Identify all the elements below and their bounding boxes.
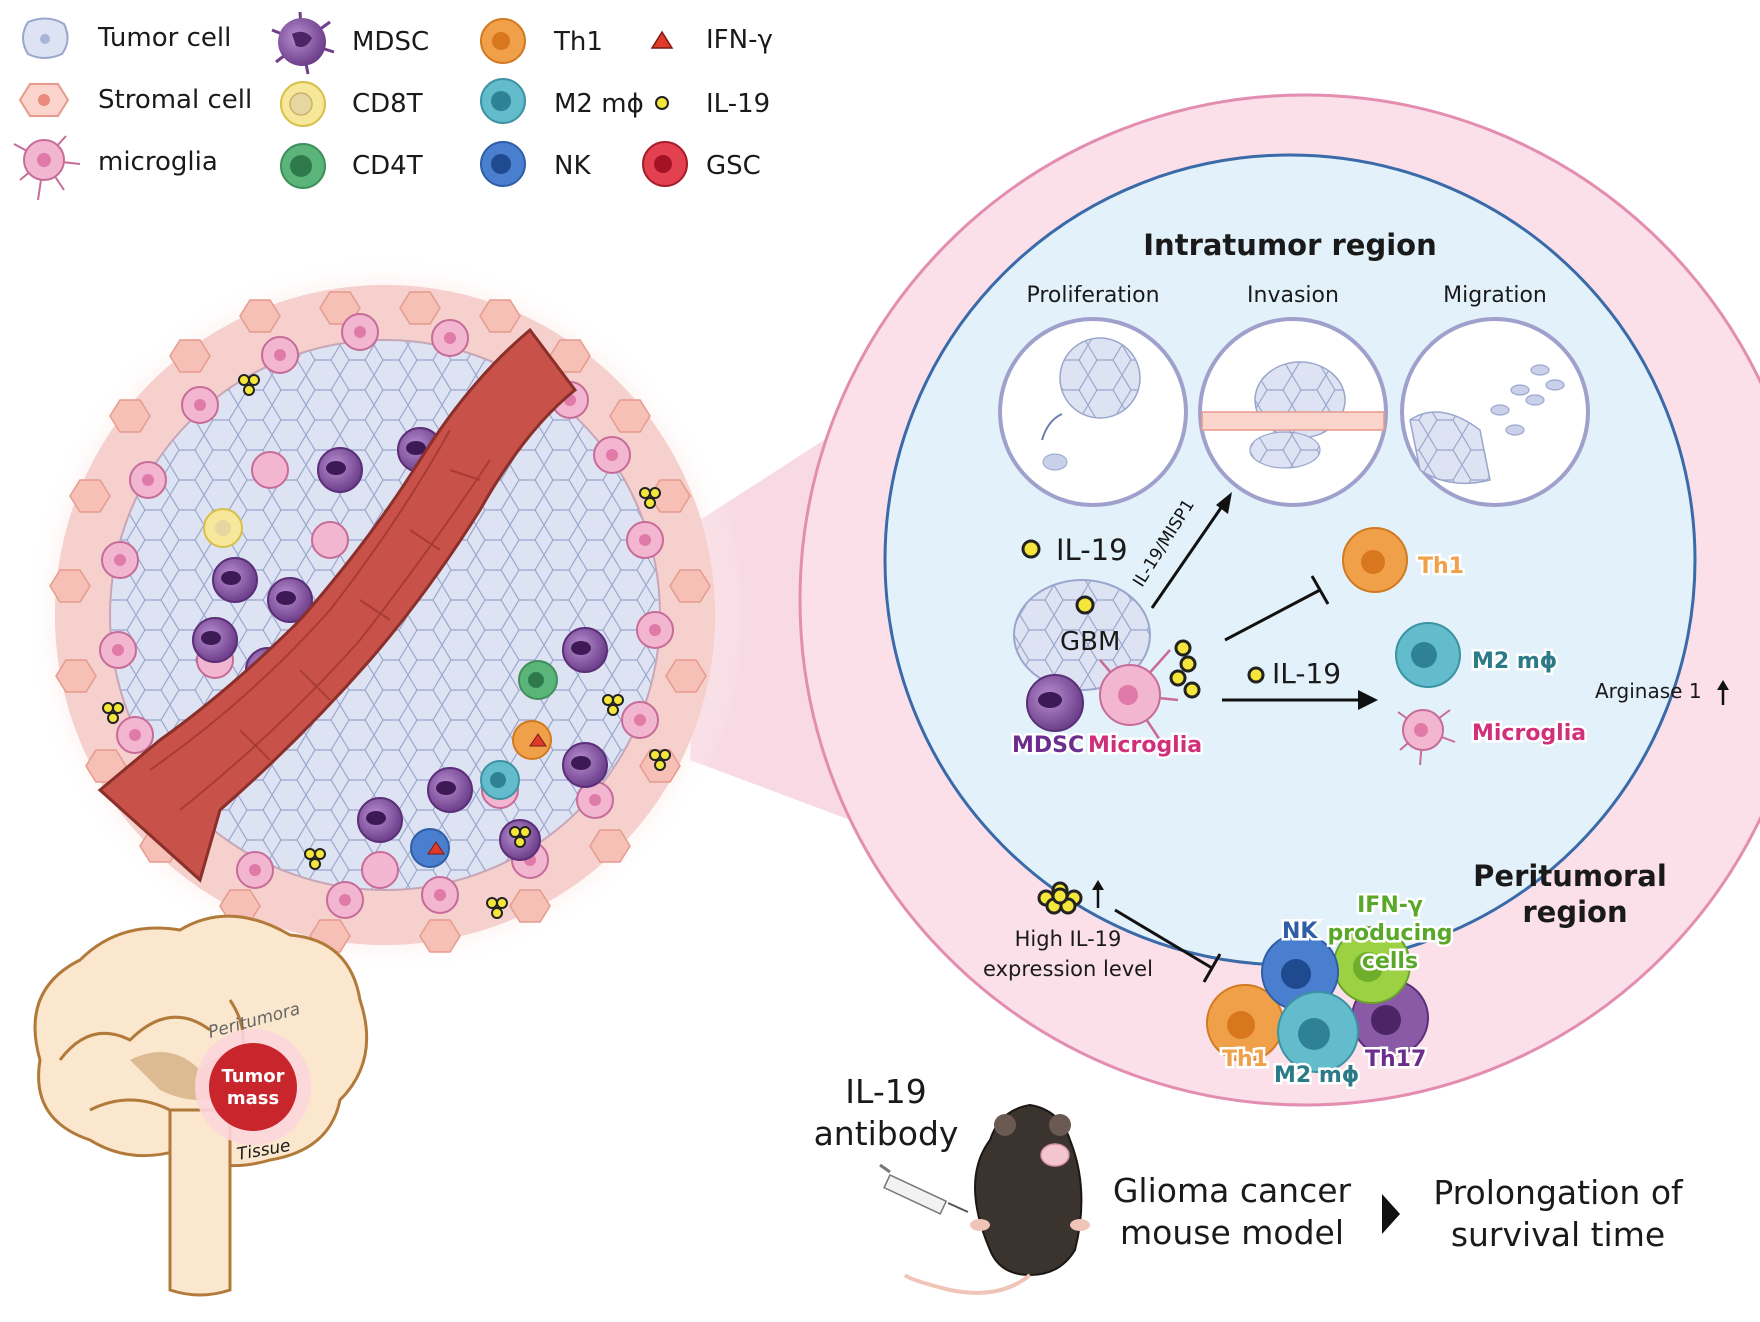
m2-cell: [480, 760, 520, 800]
peritumoral-content: Peritumoral region High IL-19 expression…: [983, 859, 1667, 1091]
microglia-icon: [13, 135, 81, 201]
peri-inhibit-line: [1114, 908, 1213, 970]
immune-cluster: [1206, 926, 1429, 1073]
th1-icon: [480, 18, 526, 64]
cd8t-icon: [280, 81, 326, 127]
ifn-tag-3: cells: [1362, 949, 1418, 974]
legend-mdsc: MDSC: [352, 27, 429, 57]
stromal-cell-icon: [18, 83, 70, 117]
tumor-microenvironment: [25, 255, 745, 975]
high-il19-cluster: [1037, 881, 1083, 915]
ifn-tag-1: IFN-γ: [1357, 893, 1423, 918]
mouse-section: IL-19 antibody Glioma cancer mouse model…: [814, 1072, 1684, 1295]
tumor-mass-label-1: Tumor: [221, 1066, 284, 1087]
legend-microglia: microglia: [98, 147, 218, 177]
nk-cell: [410, 828, 450, 868]
antibody-label-1: IL-19: [845, 1072, 926, 1111]
microglia-nuclei: [112, 326, 661, 906]
il19-clusters: [102, 374, 671, 919]
th1-target: [1342, 527, 1408, 593]
peritumoral-title-1: Peritumoral: [1473, 859, 1667, 893]
microglia-target-tag: Microglia: [1472, 721, 1586, 746]
model-label-1: Glioma cancer: [1113, 1171, 1352, 1210]
migration-panel: [1400, 317, 1590, 507]
tumor-mass-label-2: mass: [227, 1088, 279, 1109]
m2-icon: [480, 78, 526, 124]
blood-vessel: [97, 327, 578, 883]
gbm-mdsc: [1026, 674, 1084, 732]
brain-icon: Tumor mass Peritumora Tissue: [33, 914, 369, 1297]
th1-inhibit-line: [1224, 588, 1321, 642]
mdsc-icon: [271, 11, 335, 75]
high-il19-label-1: High IL-19: [1015, 927, 1122, 951]
th1-tag: Th1: [1418, 554, 1464, 579]
il19-arrow-label: IL-19: [1272, 657, 1341, 690]
legend-tumor-cell: Tumor cell: [97, 23, 231, 53]
gsc-icon: [642, 141, 688, 187]
legend-cd8t: CD8T: [352, 89, 423, 119]
legend-il19: IL-19: [706, 89, 770, 119]
ifng-icon: [650, 30, 674, 49]
peritumoral-title-2: region: [1522, 895, 1627, 929]
m2-tag: M2 mϕ: [1472, 649, 1557, 674]
nk-icon: [480, 141, 526, 187]
il19-label: IL-19: [1056, 533, 1128, 567]
m2-target: [1395, 622, 1461, 688]
legend-m2: M2 mϕ: [554, 89, 644, 119]
m2-peri-tag: M2 mϕ: [1274, 1063, 1359, 1088]
legend-stromal-cell: Stromal cell: [98, 85, 252, 115]
intratumor-title: Intratumor region: [1143, 228, 1436, 262]
gbm-cluster: GBM: [1013, 579, 1151, 691]
mdsc-tag: MDSC: [1012, 733, 1084, 758]
tumor-cell-icon: [22, 17, 69, 59]
outcome-label-2: survival time: [1451, 1215, 1665, 1254]
legend-th1: Th1: [553, 27, 603, 57]
ifn-tag-2: producing: [1327, 921, 1452, 946]
microglia-tag: Microglia: [1088, 733, 1202, 758]
legend-gsc: GSC: [706, 151, 761, 181]
invasion-panel: [1198, 317, 1388, 507]
mouse-icon: [903, 1103, 1090, 1295]
phenotype-proliferation: Proliferation: [1026, 283, 1159, 308]
gbm-microglia: [1099, 649, 1179, 741]
arginase-label: Arginase 1: [1595, 679, 1702, 703]
legend-cd4t: CD4T: [352, 151, 423, 181]
th1-cell: [512, 720, 552, 760]
cd4t-icon: [280, 143, 326, 189]
th17-tag: Th17: [1365, 1047, 1426, 1072]
misp1-arrow: [1150, 501, 1227, 609]
il19-arrow-dot: [1247, 666, 1265, 684]
il19-secreted: [1169, 639, 1201, 699]
gbm-label: GBM: [1060, 627, 1120, 657]
legend-nk: NK: [554, 151, 591, 181]
il19-dot: [1021, 539, 1041, 559]
high-il19-label-2: expression level: [983, 957, 1153, 981]
stromal-ring: [49, 291, 711, 953]
outcome-label-1: Prolongation of: [1433, 1173, 1684, 1212]
intratumor-region: Intratumor region Proliferation Invasion…: [883, 153, 1729, 967]
syringe-icon: [879, 1163, 969, 1215]
cd4t-cell: [518, 660, 558, 700]
proliferation-panel: [998, 317, 1188, 507]
th1-peri-tag: Th1: [1222, 1047, 1268, 1072]
legend-ifng: IFN-γ: [706, 25, 773, 55]
model-label-2: mouse model: [1120, 1213, 1344, 1252]
nk-tag: NK: [1282, 919, 1318, 944]
outcome-arrow-icon: [1382, 1194, 1400, 1234]
phenotype-invasion: Invasion: [1247, 283, 1339, 308]
legend: Tumor cell Stromal cell microglia MDSC C…: [13, 11, 773, 201]
phenotype-migration: Migration: [1443, 283, 1547, 308]
antibody-label-2: antibody: [814, 1114, 959, 1153]
il19-icon: [655, 96, 669, 110]
microglia-target: [1397, 709, 1456, 766]
